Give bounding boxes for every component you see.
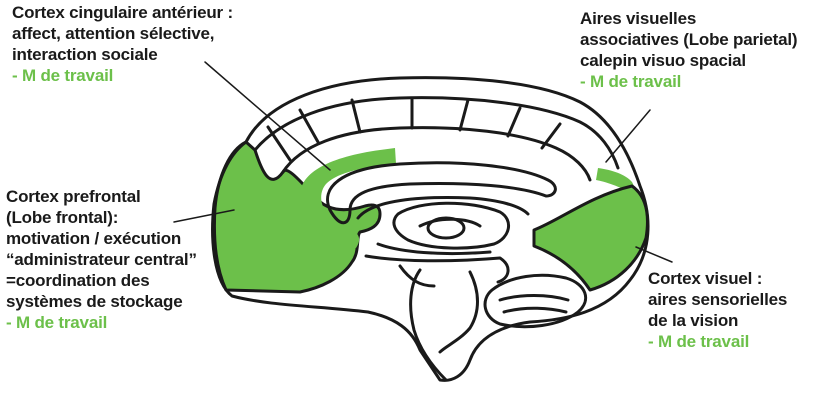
working-memory-note: - M de travail (6, 312, 197, 333)
label-line: calepin visuo spacial (580, 50, 797, 71)
label-line: motivation / exécution (6, 228, 197, 249)
label-line: Aires visuelles (580, 8, 797, 29)
label-line: interaction sociale (12, 44, 233, 65)
label-line: Cortex prefrontal (6, 186, 197, 207)
working-memory-note: - M de travail (648, 331, 787, 352)
working-memory-note: - M de travail (12, 65, 233, 86)
label-line: “administrateur central” (6, 249, 197, 270)
label-line: associatives (Lobe parietal) (580, 29, 797, 50)
label-line: =coordination des (6, 270, 197, 291)
label-line: aires sensorielles (648, 289, 787, 310)
label-visual-cortex: Cortex visuel : aires sensorielles de la… (648, 268, 787, 352)
thalamus (394, 203, 509, 248)
label-prefrontal: Cortex prefrontal (Lobe frontal): motiva… (6, 186, 197, 333)
label-line: systèmes de stockage (6, 291, 197, 312)
label-line: de la vision (648, 310, 787, 331)
label-anterior-cingulate: Cortex cingulaire antérieur : affect, at… (12, 2, 233, 86)
cingulate-gyrus-band (255, 98, 618, 168)
label-line: Cortex cingulaire antérieur : (12, 2, 233, 23)
label-visual-association: Aires visuelles associatives (Lobe parie… (580, 8, 797, 92)
label-line: (Lobe frontal): (6, 207, 197, 228)
working-memory-note: - M de travail (580, 71, 797, 92)
label-line: Cortex visuel : (648, 268, 787, 289)
label-line: affect, attention sélective, (12, 23, 233, 44)
